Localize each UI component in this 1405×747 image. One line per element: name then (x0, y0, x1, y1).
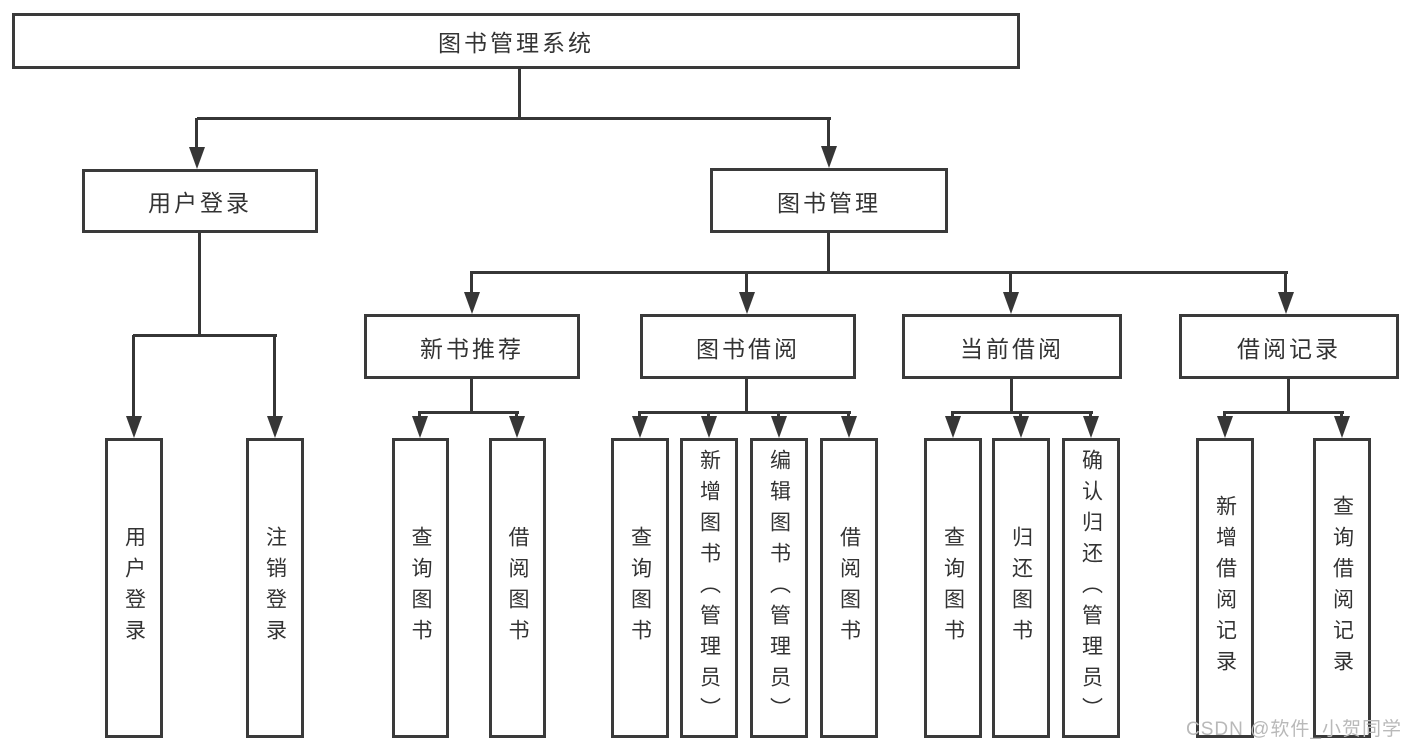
leaf-borrow-add: 新增图书（管理员） (680, 438, 738, 738)
leaf-current-query-label: 查询图书 (941, 526, 965, 650)
connector-borrow-record-stem (1287, 379, 1290, 413)
connector-root-branch (197, 117, 831, 120)
node-book-borrow-label: 图书借阅 (696, 335, 800, 362)
connector-book-borrow-branch (639, 411, 851, 414)
connector-user-login-branch (133, 334, 277, 337)
arrowhead-down-icon (771, 416, 787, 438)
connector-book-borrow-stem (745, 379, 748, 413)
connector-arrow-shaft (470, 271, 473, 294)
leaf-newbook-borrow: 借阅图书 (489, 438, 546, 738)
leaf-newbook-query-label: 查询图书 (409, 526, 432, 650)
arrowhead-down-icon (189, 147, 205, 169)
connector-arrow-shaft (745, 271, 748, 294)
arrowhead-down-icon (841, 416, 857, 438)
leaf-borrow-borrow-label: 借阅图书 (837, 526, 861, 650)
connector-arrow-shaft (1223, 411, 1226, 420)
arrowhead-down-icon (1013, 416, 1029, 438)
connector-arrow-shaft (195, 118, 198, 149)
connector-new-book-stem (470, 379, 473, 413)
connector-arrow-shaft (1089, 411, 1092, 420)
connector-arrow-shaft (1340, 411, 1343, 420)
leaf-newbook-borrow-label: 借阅图书 (506, 526, 529, 650)
connector-arrow-shaft (951, 411, 954, 420)
leaf-record-add: 新增借阅记录 (1196, 438, 1254, 738)
leaf-borrow-query: 查询图书 (611, 438, 669, 738)
connector-arrow-shaft (707, 411, 710, 420)
connector-arrow-shaft (418, 411, 421, 420)
node-borrow-record-label: 借阅记录 (1237, 335, 1341, 362)
arrowhead-down-icon (701, 416, 717, 438)
leaf-current-confirm-label: 确认归还（管理员） (1079, 448, 1103, 728)
connector-arrow-shaft (638, 411, 641, 420)
leaf-user-login: 用户登录 (105, 438, 163, 738)
connector-root-stem (518, 68, 521, 118)
connector-arrow-shaft (827, 118, 830, 149)
leaf-user-login-label: 用户登录 (122, 526, 146, 650)
connector-arrow-shaft (1009, 271, 1012, 294)
node-borrow-record: 借阅记录 (1179, 314, 1399, 379)
connector-current-borrow-branch (952, 411, 1093, 414)
connector-arrow-shaft (847, 411, 850, 420)
node-book-mgmt: 图书管理 (710, 168, 948, 233)
arrowhead-down-icon (821, 146, 837, 168)
arrowhead-down-icon (945, 416, 961, 438)
leaf-borrow-edit: 编辑图书（管理员） (750, 438, 808, 738)
leaf-logout: 注销登录 (246, 438, 304, 738)
node-current-borrow: 当前借阅 (902, 314, 1122, 379)
node-current-borrow-label: 当前借阅 (960, 335, 1064, 362)
connector-user-login-stem (198, 233, 201, 335)
node-root: 图书管理系统 (12, 13, 1020, 69)
leaf-current-confirm: 确认归还（管理员） (1062, 438, 1120, 738)
arrowhead-down-icon (1003, 292, 1019, 314)
leaf-borrow-borrow: 借阅图书 (820, 438, 878, 738)
arrowhead-down-icon (126, 416, 142, 438)
leaf-current-return: 归还图书 (992, 438, 1050, 738)
node-new-book-rec: 新书推荐 (364, 314, 580, 379)
arrowhead-down-icon (1278, 292, 1294, 314)
leaf-borrow-edit-label: 编辑图书（管理员） (767, 448, 791, 728)
arrowhead-down-icon (464, 292, 480, 314)
node-user-login: 用户登录 (82, 169, 318, 233)
connector-arrow-shaft (132, 335, 135, 420)
node-book-mgmt-label: 图书管理 (777, 189, 881, 216)
connector-arrow-shaft (777, 411, 780, 420)
leaf-logout-label: 注销登录 (263, 526, 287, 650)
connector-arrow-shaft (515, 411, 518, 420)
leaf-borrow-add-label: 新增图书（管理员） (697, 448, 721, 728)
connector-arrow-shaft (273, 335, 276, 420)
connector-book-mgmt-branch (471, 271, 1288, 274)
arrowhead-down-icon (739, 292, 755, 314)
connector-new-book-branch (419, 411, 519, 414)
node-user-login-label: 用户登录 (148, 190, 252, 216)
arrowhead-down-icon (267, 416, 283, 438)
leaf-current-query: 查询图书 (924, 438, 982, 738)
node-book-borrow: 图书借阅 (640, 314, 856, 379)
csdn-watermark: CSDN @软件_小贺同学 (1186, 719, 1402, 740)
connector-book-mgmt-stem (827, 233, 830, 273)
connector-current-borrow-stem (1010, 379, 1013, 413)
leaf-newbook-query: 查询图书 (392, 438, 449, 738)
arrowhead-down-icon (412, 416, 428, 438)
leaf-record-query-label: 查询借阅记录 (1330, 495, 1354, 681)
leaf-current-return-label: 归还图书 (1009, 526, 1033, 650)
node-new-book-rec-label: 新书推荐 (420, 335, 524, 362)
connector-borrow-record-branch (1224, 411, 1344, 414)
connector-arrow-shaft (1019, 411, 1022, 420)
arrowhead-down-icon (1334, 416, 1350, 438)
leaf-record-query: 查询借阅记录 (1313, 438, 1371, 738)
node-root-label: 图书管理系统 (438, 30, 594, 56)
arrowhead-down-icon (1217, 416, 1233, 438)
arrowhead-down-icon (632, 416, 648, 438)
leaf-borrow-query-label: 查询图书 (628, 526, 652, 650)
arrowhead-down-icon (509, 416, 525, 438)
arrowhead-down-icon (1083, 416, 1099, 438)
leaf-record-add-label: 新增借阅记录 (1213, 495, 1237, 681)
connector-arrow-shaft (1284, 271, 1287, 294)
